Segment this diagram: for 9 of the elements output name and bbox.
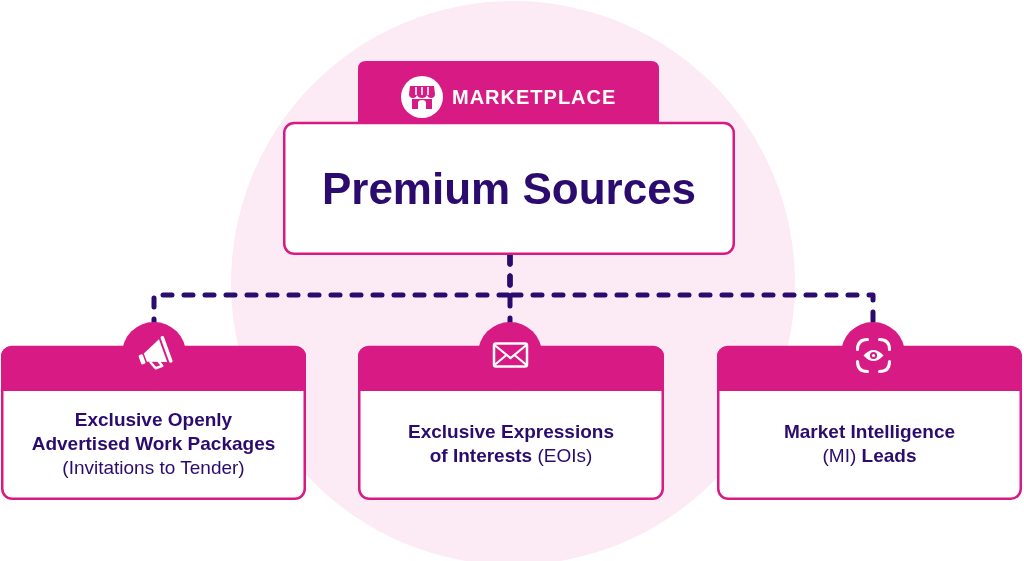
card-title: Premium Sources — [321, 163, 697, 215]
tab-title: MARKETPLACE — [452, 85, 617, 110]
title-card — [283, 61, 735, 255]
card-text: Exclusive Openly Advertised Work Packages (Invitations to Tender) — [30, 407, 277, 480]
category-card — [717, 322, 1022, 500]
category-card — [1, 322, 306, 500]
category-card — [358, 322, 664, 500]
card-text: Exclusive Expressions of Interests (EOIs) — [407, 419, 615, 468]
card-text: Market Intelligence (MI) Leads — [782, 419, 957, 468]
